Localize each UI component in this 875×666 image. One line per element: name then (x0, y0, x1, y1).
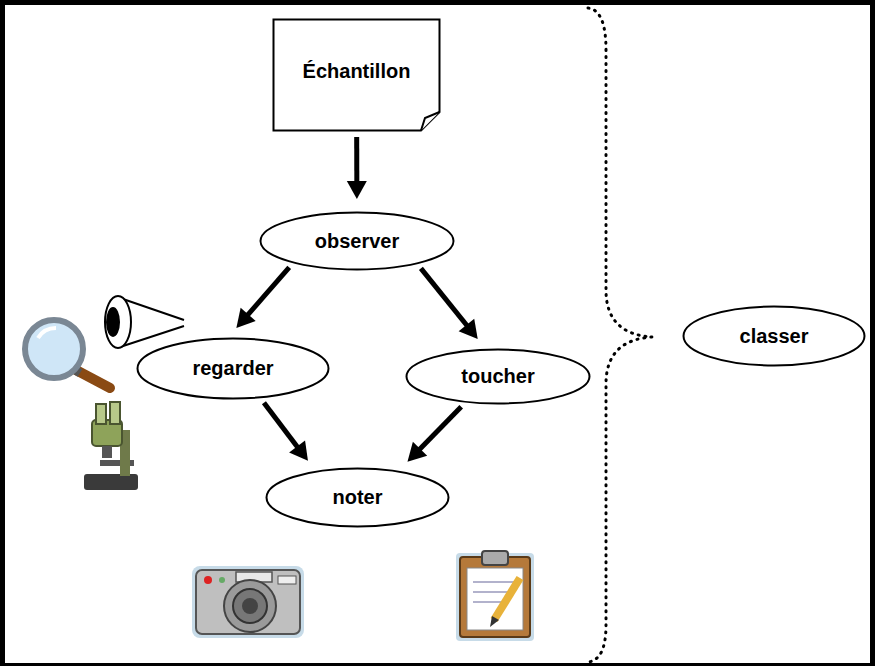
arrow-head (347, 181, 367, 199)
node-label: observer (315, 230, 400, 253)
action-ellipse: noter (265, 467, 450, 528)
flow-arrow (264, 403, 308, 461)
dotted-brace (588, 8, 652, 662)
action-ellipse: observer (259, 211, 455, 271)
flow-arrow (421, 268, 478, 338)
arrow-line (417, 407, 461, 452)
magnifier-icon (25, 320, 110, 388)
microscope-icon (84, 402, 138, 490)
node-label: noter (333, 486, 383, 509)
arrow-head (407, 442, 427, 462)
camera-icon (192, 566, 304, 638)
clipboard-icon (456, 551, 534, 641)
arrow-head (289, 440, 308, 460)
action-ellipse: toucher (405, 348, 591, 405)
node-label: Échantillon (303, 60, 411, 83)
action-ellipse: classer (682, 305, 866, 367)
arrow-line (421, 268, 469, 328)
flow-arrow (407, 407, 461, 462)
node-label: toucher (461, 365, 534, 388)
arrow-head (236, 308, 255, 328)
eye-icon (105, 296, 184, 348)
flow-arrow (236, 267, 289, 328)
arrow-line (246, 267, 290, 317)
sample-document: Échantillon (272, 18, 441, 132)
node-label: regarder (192, 357, 273, 380)
arrow-head (459, 319, 478, 339)
flow-arrow (347, 137, 367, 199)
node-label: classer (740, 325, 809, 348)
arrow-line (264, 403, 300, 450)
action-ellipse: regarder (136, 337, 330, 400)
arrow-line (354, 137, 359, 185)
